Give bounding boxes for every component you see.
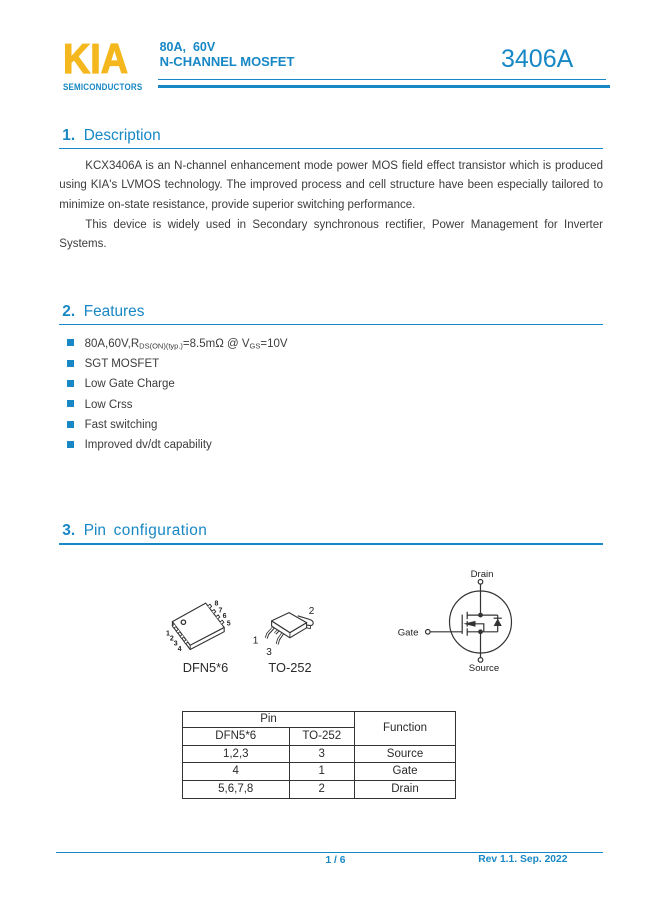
svg-text:1: 1 <box>253 636 259 647</box>
svg-text:3: 3 <box>174 641 178 648</box>
svg-text:2: 2 <box>309 606 315 617</box>
svg-text:Drain: Drain <box>471 569 494 580</box>
svg-text:1: 1 <box>166 630 170 637</box>
svg-text:8: 8 <box>214 600 218 607</box>
svg-text:6: 6 <box>223 613 227 620</box>
svg-text:2: 2 <box>170 636 174 643</box>
svg-text:Gate: Gate <box>398 627 419 638</box>
svg-text:5: 5 <box>227 620 231 627</box>
svg-text:3: 3 <box>266 647 272 658</box>
svg-text:7: 7 <box>219 608 223 615</box>
svg-text:4: 4 <box>178 646 182 653</box>
svg-text:Source: Source <box>469 663 499 674</box>
